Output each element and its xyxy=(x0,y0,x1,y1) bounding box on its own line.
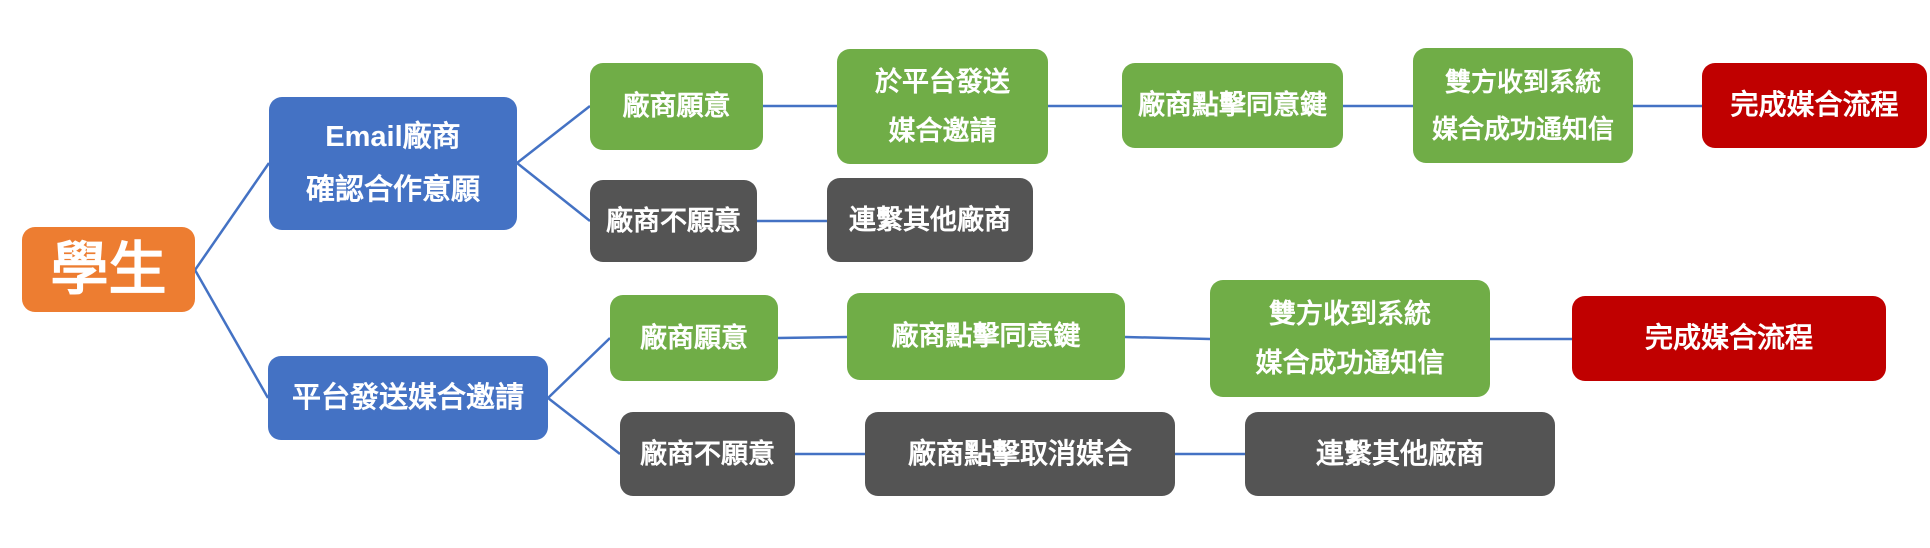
node-bottom-vendor-unwilling: 廠商不願意 xyxy=(620,412,795,496)
node-student: 學生 xyxy=(22,227,195,312)
node-bottom-vendor-click-agree: 廠商點擊同意鍵 xyxy=(847,293,1125,380)
node-label: 廠商點擊取消媒合 xyxy=(907,437,1132,469)
node-top-contact-other-vendors: 連繫其他廠商 xyxy=(827,178,1033,262)
node-label: 廠商願意 xyxy=(622,91,731,122)
node-label: 於平台發送 媒合邀請 xyxy=(875,66,1010,146)
connector xyxy=(547,337,611,399)
node-bottom-contact-other-vendors: 連繫其他廠商 xyxy=(1245,412,1555,496)
connector xyxy=(516,162,591,222)
node-label: 雙方收到系統 媒合成功通知信 xyxy=(1431,66,1614,144)
node-bottom-vendor-click-cancel: 廠商點擊取消媒合 xyxy=(865,412,1175,496)
connector xyxy=(547,397,621,455)
node-label: 完成媒合流程 xyxy=(1730,89,1899,121)
connector xyxy=(516,105,591,164)
node-label: 廠商願意 xyxy=(640,322,748,353)
node-label: 連繫其他廠商 xyxy=(1315,437,1484,469)
node-label: 學生 xyxy=(50,236,167,302)
connector xyxy=(777,335,848,340)
node-label: 廠商點擊同意鍵 xyxy=(1138,90,1327,121)
node-label: 廠商不願意 xyxy=(640,438,775,469)
node-top-vendor-click-agree: 廠商點擊同意鍵 xyxy=(1122,63,1343,148)
node-bottom-both-receive-success-notice: 雙方收到系統 媒合成功通知信 xyxy=(1210,280,1490,397)
node-top-matching-complete: 完成媒合流程 xyxy=(1702,63,1927,148)
node-bottom-matching-complete: 完成媒合流程 xyxy=(1572,296,1886,381)
node-platform-send-invite: 平台發送媒合邀請 xyxy=(268,356,548,440)
node-top-both-receive-success-notice: 雙方收到系統 媒合成功通知信 xyxy=(1413,48,1633,163)
connector xyxy=(193,162,271,271)
node-label: Email廠商 確認合作意願 xyxy=(305,121,480,206)
node-label: 廠商不願意 xyxy=(606,205,741,236)
node-email-vendor-confirm: Email廠商 確認合作意願 xyxy=(269,97,517,230)
node-bottom-vendor-willing: 廠商願意 xyxy=(610,295,778,381)
connector xyxy=(1124,335,1211,341)
node-label: 連繫其他廠商 xyxy=(849,204,1011,235)
node-label: 廠商點擊同意鍵 xyxy=(891,321,1081,352)
node-label: 雙方收到系統 媒合成功通知信 xyxy=(1255,298,1445,378)
node-label: 完成媒合流程 xyxy=(1644,322,1813,354)
node-top-vendor-willing: 廠商願意 xyxy=(590,63,763,150)
node-top-vendor-unwilling: 廠商不願意 xyxy=(590,180,757,262)
node-label: 平台發送媒合邀請 xyxy=(291,381,524,414)
connector xyxy=(193,269,270,399)
node-top-send-invite-on-platform: 於平台發送 媒合邀請 xyxy=(837,49,1048,164)
